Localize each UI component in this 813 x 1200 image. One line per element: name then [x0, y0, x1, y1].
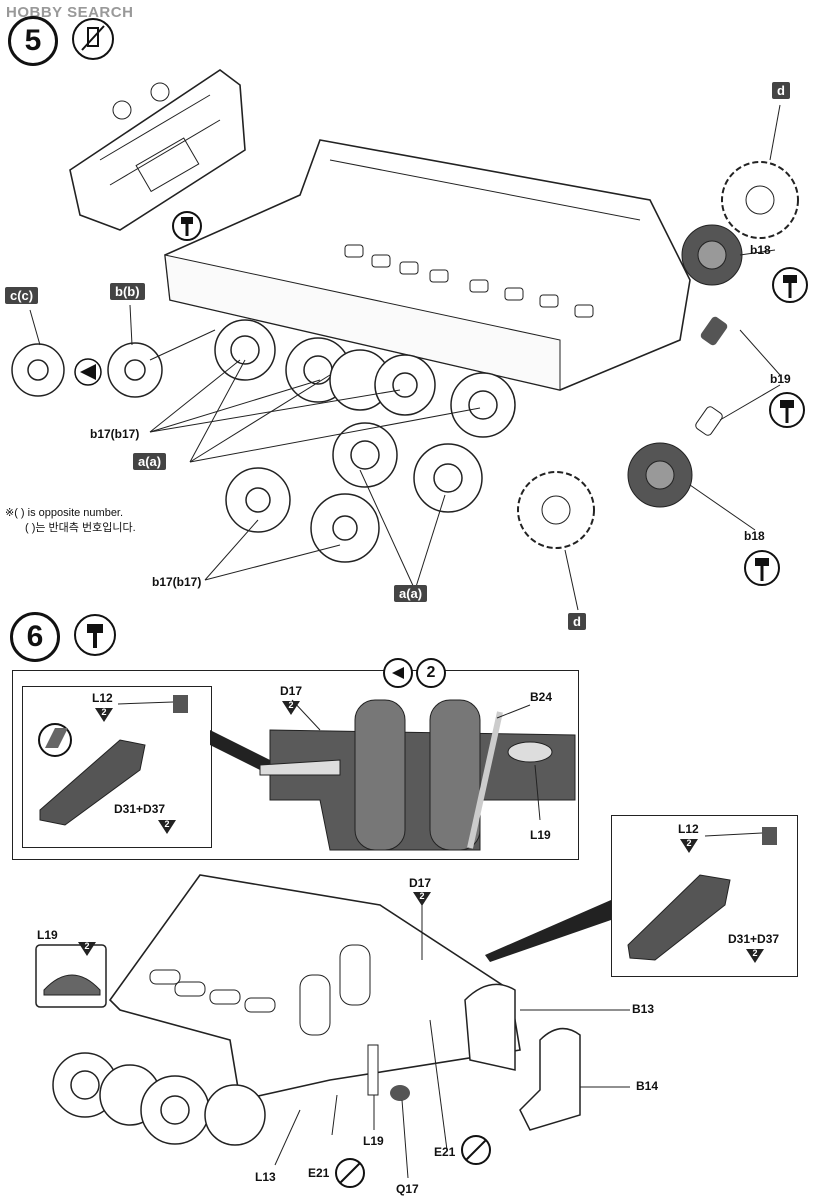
step-marker-D31-a	[158, 820, 176, 834]
label-b-b: b(b)	[110, 283, 145, 300]
label-B13: B13	[632, 1002, 655, 1016]
step-marker-D31-b-num: 2	[752, 948, 758, 958]
detail-box-right	[611, 815, 798, 977]
label-E21-b: E21	[434, 1145, 456, 1159]
refer-step-icon	[383, 658, 413, 688]
subassembly-frame	[12, 670, 579, 860]
label-b17-b17-b: b17(b17)	[152, 575, 202, 589]
label-b18-top: b18	[750, 243, 771, 257]
step-marker-D31-a-num: 2	[164, 819, 170, 829]
step-marker-D31-b	[746, 949, 764, 963]
label-L13: L13	[255, 1170, 276, 1184]
label-L19-a: L19	[530, 828, 551, 842]
label-b18-bottom: b18	[744, 529, 765, 543]
label-b17-b17-a: b17(b17)	[90, 427, 140, 441]
no-glue-icon	[72, 18, 114, 60]
label-B24: B24	[530, 690, 553, 704]
step-6-number: 6	[10, 612, 60, 662]
step-marker-D17-a	[282, 701, 300, 715]
label-D17-a: D17	[280, 684, 303, 698]
label-b19: b19	[770, 372, 791, 386]
step-marker-D17-a-num: 2	[288, 700, 294, 710]
step-marker-D17-b-num: 2	[419, 891, 425, 901]
label-c-c: c(c)	[5, 287, 39, 304]
label-a-a-left: a(a)	[133, 453, 167, 470]
label-E21-a: E21	[308, 1166, 330, 1180]
step-marker-L19-b-num: 2	[84, 941, 90, 951]
step-marker-L12-a	[95, 708, 113, 722]
label-D17-b: D17	[409, 876, 432, 890]
label-Q17: Q17	[396, 1182, 419, 1196]
note-english: ※( ) is opposite number.	[5, 507, 124, 519]
step-5-number: 5	[8, 16, 58, 66]
label-a-a-bottom: a(a)	[394, 585, 428, 602]
glue-icon	[74, 614, 116, 656]
label-L19-c: L19	[363, 1134, 384, 1148]
label-d-bottom: d	[568, 613, 586, 630]
step-marker-L12-b-num: 2	[686, 838, 692, 848]
step-marker-D17-b	[413, 892, 431, 906]
ref-step-number: 2	[416, 658, 446, 688]
step-marker-L12-b	[680, 839, 698, 853]
label-d-top: d	[772, 82, 790, 99]
label-L12-a: L12	[92, 691, 113, 705]
step-marker-L19-b	[78, 942, 96, 956]
detail-box-left	[22, 686, 212, 848]
label-D31-D37-a: D31+D37	[114, 802, 166, 816]
label-D31-D37-b: D31+D37	[728, 932, 780, 946]
label-L19-b: L19	[37, 928, 58, 942]
label-B14: B14	[636, 1079, 659, 1093]
step-marker-L12-a-num: 2	[101, 707, 107, 717]
label-L12-b: L12	[678, 822, 699, 836]
note-korean: ( )는 반대측 번호입니다.	[25, 522, 136, 534]
